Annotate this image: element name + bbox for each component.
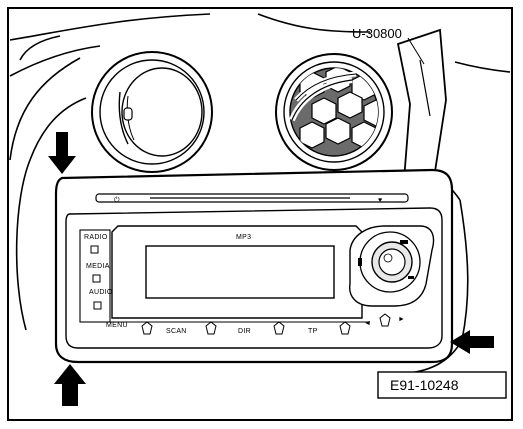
figure-code-box	[377, 371, 507, 399]
tool-label: U-30800	[352, 26, 402, 41]
left-key-column: RADIO MEDIA AUDIO MENU	[79, 229, 128, 329]
preset-key-1[interactable]	[141, 321, 153, 335]
key-label-dir: DIR	[238, 328, 251, 335]
preset-key-3[interactable]	[273, 321, 285, 335]
removal-tool	[396, 28, 447, 181]
left-air-vent	[91, 51, 213, 173]
figure-frame	[7, 7, 513, 421]
bottom-left-arrow	[54, 364, 86, 406]
radio-key[interactable]	[90, 245, 99, 254]
preset-key-2[interactable]	[205, 321, 217, 335]
media-key[interactable]	[92, 274, 101, 283]
top-left-arrow	[48, 132, 76, 174]
preset-key-5[interactable]	[379, 313, 391, 327]
preset-key-4[interactable]	[339, 321, 351, 335]
key-label-tp: TP	[308, 328, 318, 335]
key-label-radio: RADIO	[84, 234, 108, 241]
key-label-media: MEDIA	[86, 263, 110, 270]
power-icon: ⏻	[114, 196, 120, 204]
figure-code: E91-10248	[390, 377, 459, 393]
heart-icon: ♥	[378, 197, 382, 204]
nav-right-arrow[interactable]: ►	[398, 316, 405, 323]
radio-unit: ⏻ ♥ MP3 RADIO MEDIA AUDIO MENU SCAN DIR …	[54, 168, 454, 364]
right-air-vent	[275, 53, 393, 171]
key-label-audio: AUDIO	[89, 289, 113, 296]
tool-leader-line	[407, 37, 425, 65]
right-arrow	[450, 330, 494, 354]
key-label-scan: SCAN	[166, 328, 187, 335]
display-label: MP3	[236, 234, 251, 241]
key-label-menu: MENU	[106, 322, 128, 329]
display-screen	[145, 245, 335, 299]
audio-key[interactable]	[93, 301, 102, 310]
volume-knob[interactable]	[349, 225, 435, 307]
nav-left-arrow[interactable]: ◄	[364, 320, 371, 327]
bottom-key-row: SCAN DIR TP ◄ ►	[110, 313, 405, 335]
